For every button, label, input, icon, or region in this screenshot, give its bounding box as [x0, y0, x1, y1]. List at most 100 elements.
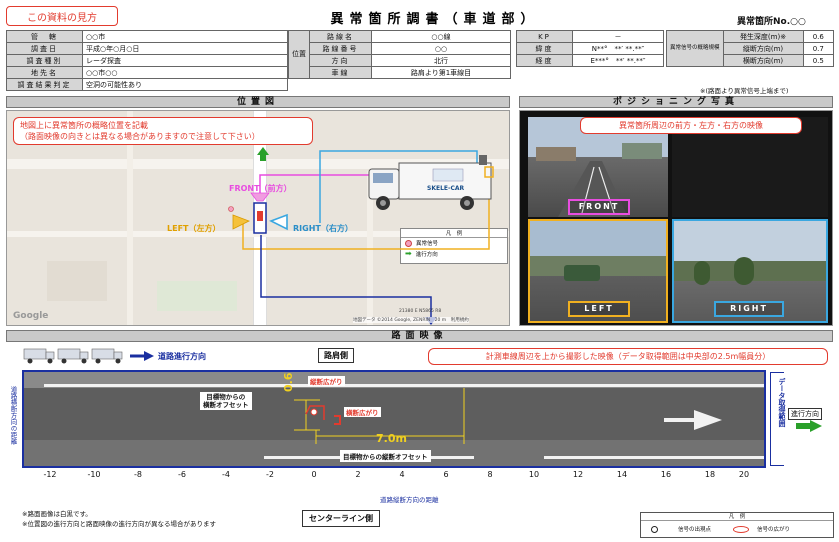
value-lane: 路肩より第1車線目 — [371, 66, 511, 79]
x-tick: 6 — [443, 470, 449, 479]
map-right-label: RIGHT（右方） — [293, 224, 353, 233]
data-range-label: データ取得範囲 — [778, 378, 786, 427]
vehicle-label: SKELE-CAR — [427, 185, 465, 192]
value-latitude: N**° **′ **.**″ — [572, 42, 664, 55]
photo-left-label: LEFT — [568, 301, 630, 317]
legend-appearance-point: 信号の出現点 — [678, 527, 712, 533]
label-lane: 車線 — [309, 66, 372, 79]
value-judgement: 空洞の可能性あり — [82, 78, 288, 91]
x-tick: -10 — [87, 470, 101, 479]
map-left-label: LEFT（左方） — [167, 224, 221, 233]
y-axis-label: 道路横断方向の距離 — [9, 386, 17, 445]
document-number: 異常箇所No.○○ — [737, 17, 806, 27]
value-survey-date: 平成○年○月○日 — [82, 42, 288, 55]
photos-callout: 異常箇所周辺の前方・左方・右方の映像 — [580, 117, 802, 134]
section-road-title: 路面映像 — [6, 330, 833, 342]
arrow-right-icon: ➡ — [405, 249, 412, 258]
value-jurisdiction: ○○市 — [82, 30, 288, 43]
guide-tag: この資料の見方 — [6, 6, 118, 26]
label-latitude: 緯度 — [516, 42, 573, 55]
value-route-name: ○○線 — [371, 30, 511, 43]
survey-vehicle-illustration — [368, 155, 494, 210]
map-legend-title: 凡 例 — [401, 229, 507, 238]
photo-front-label: FRONT — [568, 199, 630, 215]
x-tick: -8 — [134, 470, 142, 479]
x-tick: 16 — [660, 470, 672, 479]
x-axis-ticks: -12 -10 -8 -6 -4 -2 0 2 4 6 8 10 12 14 1… — [22, 470, 766, 484]
x-tick: 14 — [616, 470, 628, 479]
x-tick: -4 — [222, 470, 230, 479]
section-photos-title: ポジショニング写真 — [519, 96, 833, 108]
road-direction-label: 道路進行方向 — [158, 352, 206, 361]
x-tick: -12 — [43, 470, 57, 479]
spread-icon — [733, 525, 750, 533]
x-tick: -6 — [178, 470, 186, 479]
x-tick: 10 — [528, 470, 540, 479]
lateral-offset-label: 目標物からの 横断オフセット — [200, 392, 252, 410]
section-map-title: 位置図 — [6, 96, 510, 108]
x-tick: 2 — [355, 470, 361, 479]
value-transverse: 0.5 — [802, 54, 835, 67]
road-arrow-marking — [664, 410, 722, 430]
map-overlay — [228, 147, 490, 325]
photo-right[interactable]: RIGHT — [672, 219, 828, 323]
label-route-number: 路線番号 — [309, 42, 372, 55]
direction-arrow-icon — [130, 351, 154, 361]
label-survey-type: 調査種別 — [6, 54, 83, 67]
value-survey-type: レーダ探査 — [82, 54, 288, 67]
x-tick: 18 — [704, 470, 716, 479]
road-callout: 計測車線周辺を上から撮影した映像（データ取得範囲は中央部の2.5m幅員分） — [428, 348, 828, 365]
map-front-label: FRONT（前方） — [229, 184, 292, 193]
label-survey-date: 調査日 — [6, 42, 83, 55]
label-jurisdiction: 管 轄 — [6, 30, 83, 43]
label-longitude: 経度 — [516, 54, 573, 67]
label-longitudinal: 縦断方向(m) — [722, 42, 804, 55]
note-direction: ※位置図の進行方向と路面映像の進行方向が異なる場合があります — [22, 520, 216, 528]
x-axis-label: 道路縦断方向の距離 — [380, 496, 439, 504]
label-route-name: 路線名 — [309, 30, 372, 43]
x-tick: 12 — [572, 470, 584, 479]
map-scale-text: 21380 E N5865 R8 — [399, 309, 442, 314]
x-tick: 20 — [738, 470, 750, 479]
legend-item-direction: 進行方向 — [415, 251, 438, 258]
value-longitude: E***° **′ **.**″ — [572, 54, 664, 67]
note-grayscale: ※路面画像は白黒です。 — [22, 510, 92, 518]
longitudinal-distance-label: 7.0m — [376, 432, 407, 445]
positioning-photos: FRONT LEFT RIGHT 異常箇所周辺の前方・左方・右方の映像 — [519, 110, 833, 326]
x-tick: -2 — [266, 470, 274, 479]
label-depth: 発生深度(m)※ — [722, 30, 804, 43]
value-depth: 0.6 — [802, 30, 835, 43]
label-kp: KP — [516, 30, 573, 43]
value-direction: 北行 — [371, 54, 511, 67]
road-surface-image[interactable]: 0.6m 7.0m 縦断広がり 横断広がり 目標物からの 横断オフセット 目標物… — [22, 370, 766, 468]
x-tick: 4 — [399, 470, 405, 479]
horizontal-spread-label: 横断広がり — [344, 407, 381, 417]
legend-spread: 信号の広がり — [757, 527, 791, 533]
label-scale-group: 異常信号の概略規模 — [666, 30, 724, 67]
road-legend: 凡 例 信号の出現点 信号の広がり — [640, 512, 834, 538]
photo-right-label: RIGHT — [714, 301, 784, 317]
legend-item-signal: 異常信号 — [416, 241, 439, 247]
signal-icon — [405, 239, 412, 247]
label-position-group: 位置 — [288, 30, 310, 79]
shoulder-side-label: 路肩側 — [318, 348, 354, 363]
photo-left[interactable]: LEFT — [528, 219, 668, 323]
vertical-spread-label: 縦断広がり — [308, 376, 345, 386]
x-tick: 0 — [311, 470, 317, 479]
appearance-point-icon — [651, 525, 658, 533]
value-longitudinal: 0.7 — [802, 42, 835, 55]
location-map[interactable]: 地図上に異常箇所の概略位置を記載 （路面映像の向きとは異なる場合がありますので注… — [6, 110, 510, 326]
lateral-distance-label: 0.6m — [282, 370, 295, 392]
label-judgement: 調査結果判定 — [6, 78, 83, 91]
road-annotation-overlay — [294, 388, 465, 444]
map-copyright: 地図データ ©2014 Google, ZENRIN 20 m 利用規約 — [353, 317, 469, 323]
label-location: 地先名 — [6, 66, 83, 79]
info-table-scale: 異常信号の概略規模 発生深度(m)※0.6 縦断方向(m)0.7 横断方向(m)… — [666, 30, 835, 67]
road-legend-title: 凡 例 — [641, 513, 833, 521]
centerline-side-label: センターライン側 — [302, 510, 380, 527]
travel-direction-label: 進行方向 — [788, 408, 822, 420]
google-logo: Google — [13, 311, 49, 321]
value-kp: － — [572, 30, 664, 43]
